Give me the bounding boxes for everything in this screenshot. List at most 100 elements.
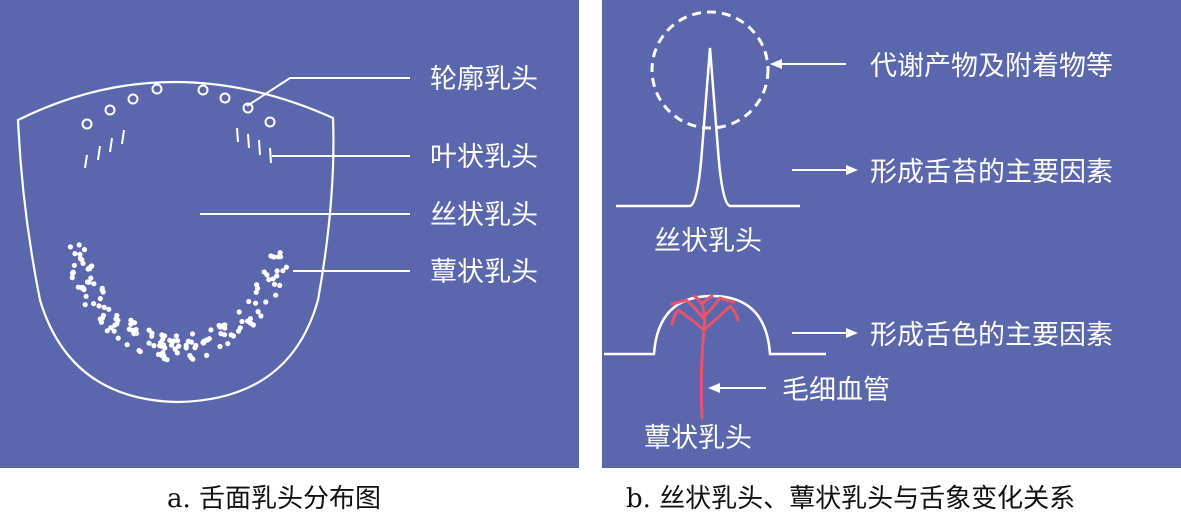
- fungiform-dot: [271, 254, 277, 260]
- fungiform-dot: [208, 327, 214, 333]
- fungiform-dot: [274, 273, 280, 279]
- fungiform-dot: [159, 353, 165, 359]
- fungiform-dot: [263, 299, 269, 305]
- tongue-outline: [16, 80, 335, 404]
- fungiform-dot: [133, 326, 139, 333]
- fungiform-dot: [283, 264, 289, 270]
- fungiform-dot: [115, 317, 121, 323]
- fungiform-dot: [246, 298, 252, 305]
- fungiform-dot: [136, 347, 142, 354]
- filiform-papilla-shape: [616, 47, 800, 208]
- fungiform-dot: [253, 289, 259, 295]
- fungiform-dot: [254, 282, 260, 288]
- fungiform-dot: [72, 251, 78, 257]
- fungiform-dot: [270, 276, 276, 282]
- fungiform-dot: [218, 331, 224, 337]
- fungiform-dot: [99, 285, 105, 291]
- fungiform-dot: [162, 345, 168, 351]
- fungiform-dot: [83, 293, 89, 299]
- fungiform-dot: [222, 322, 228, 328]
- fungiform-dot: [70, 269, 76, 275]
- fungiform-dot: [77, 251, 83, 257]
- fungiform-dot: [100, 312, 107, 318]
- fungiform-dot: [96, 303, 102, 309]
- fungiform-dot: [258, 313, 264, 319]
- fungiform-dot: [225, 341, 231, 347]
- fungiform-dot: [115, 335, 121, 341]
- label-metabolites: 代谢产物及附着物等: [870, 51, 1113, 82]
- label-capillary: 毛细血管: [782, 375, 890, 406]
- fungiform-dot: [255, 309, 261, 315]
- fungiform-dot: [129, 327, 135, 333]
- fungiform-dot: [112, 322, 118, 328]
- panel-papillae-tongue-relationship: 代谢产物及附着物等 形成舌苔的主要因素 丝状乳头 形成舌色的主要因素 毛细血管 …: [602, 0, 1181, 468]
- fungiform-dot: [124, 342, 130, 348]
- fungiform-dot: [204, 352, 210, 358]
- fungiform-dot: [75, 284, 81, 290]
- fungiform-dot: [108, 325, 114, 331]
- fungiform-dot: [101, 304, 107, 310]
- circumvallate-papillae: [81, 83, 276, 130]
- fungiform-dot: [266, 277, 272, 283]
- fungiform-dot: [164, 357, 170, 363]
- fungiform-dot: [206, 336, 212, 342]
- label-coating-factor: 形成舌苔的主要因素: [870, 157, 1113, 188]
- fungiform-dot: [159, 332, 165, 338]
- fungiform-dot: [79, 257, 85, 263]
- fungiform-dot: [76, 242, 82, 248]
- fungiform-dot: [277, 282, 283, 288]
- fungiform-dot: [236, 309, 242, 315]
- leader-lines: [200, 77, 410, 272]
- label-circumvallate: 轮廓乳头: [430, 64, 538, 95]
- fungiform-dot: [69, 275, 75, 281]
- label-color-factor: 形成舌色的主要因素: [870, 320, 1113, 351]
- foliate-papillae: [84, 127, 272, 169]
- fungiform-dot: [149, 333, 155, 339]
- fungiform-dot: [81, 247, 88, 253]
- fungiform-dot: [128, 321, 134, 327]
- caption-panel-b: b. 丝状乳头、蕈状乳头与舌象变化关系: [626, 484, 1076, 514]
- fungiform-dot: [86, 279, 92, 285]
- label-filiform: 丝状乳头: [430, 200, 538, 231]
- fungiform-dot: [81, 286, 87, 292]
- fungiform-dot: [237, 325, 243, 331]
- fungiform-dot: [151, 343, 157, 349]
- fungiform-dot: [239, 318, 245, 325]
- fungiform-dot: [106, 306, 112, 312]
- fungiform-dot: [169, 342, 175, 348]
- fungiform-dot: [280, 268, 286, 274]
- fungiform-dot: [176, 343, 182, 349]
- fungiform-dot: [173, 333, 179, 339]
- label-foliate: 叶状乳头: [430, 142, 538, 173]
- label-fungiform: 蕈状乳头: [430, 257, 538, 288]
- panel-tongue-papillae-distribution: 轮廓乳头 叶状乳头 丝状乳头 蕈状乳头: [0, 0, 579, 468]
- leader-circumvallate: [246, 77, 410, 107]
- tongue-diagram: 轮廓乳头 叶状乳头 丝状乳头 蕈状乳头: [0, 0, 579, 468]
- fungiform-dot: [91, 281, 97, 287]
- metabolite-dashed-circle: [650, 10, 770, 130]
- fungiform-dot: [146, 340, 152, 346]
- fungiform-dot: [230, 333, 237, 339]
- label-filiform-name: 丝状乳头: [654, 226, 762, 257]
- fungiform-dot: [190, 356, 196, 362]
- fungiform-dot: [217, 324, 223, 330]
- fungiform-dot: [158, 340, 164, 346]
- fungiform-dot: [82, 302, 88, 308]
- fungiform-dot: [274, 268, 280, 274]
- fungiform-papillae: [67, 242, 289, 363]
- fungiform-dot: [171, 338, 177, 344]
- caption-panel-a: a. 舌面乳头分布图: [167, 484, 382, 514]
- fungiform-dot: [183, 345, 189, 351]
- fungiform-dot: [88, 275, 94, 281]
- fungiform-dot: [277, 250, 283, 256]
- panel-b-background: [602, 0, 1181, 468]
- fungiform-dot: [167, 337, 173, 343]
- fungiform-dot: [278, 254, 284, 260]
- label-fungiform-name: 蕈状乳头: [644, 423, 752, 454]
- fungiform-dot: [175, 338, 181, 344]
- fungiform-dot: [71, 262, 77, 268]
- fungiform-dot: [174, 350, 180, 356]
- fungiform-dot: [97, 296, 103, 302]
- fungiform-dot: [271, 281, 278, 287]
- fungiform-dot: [91, 301, 97, 307]
